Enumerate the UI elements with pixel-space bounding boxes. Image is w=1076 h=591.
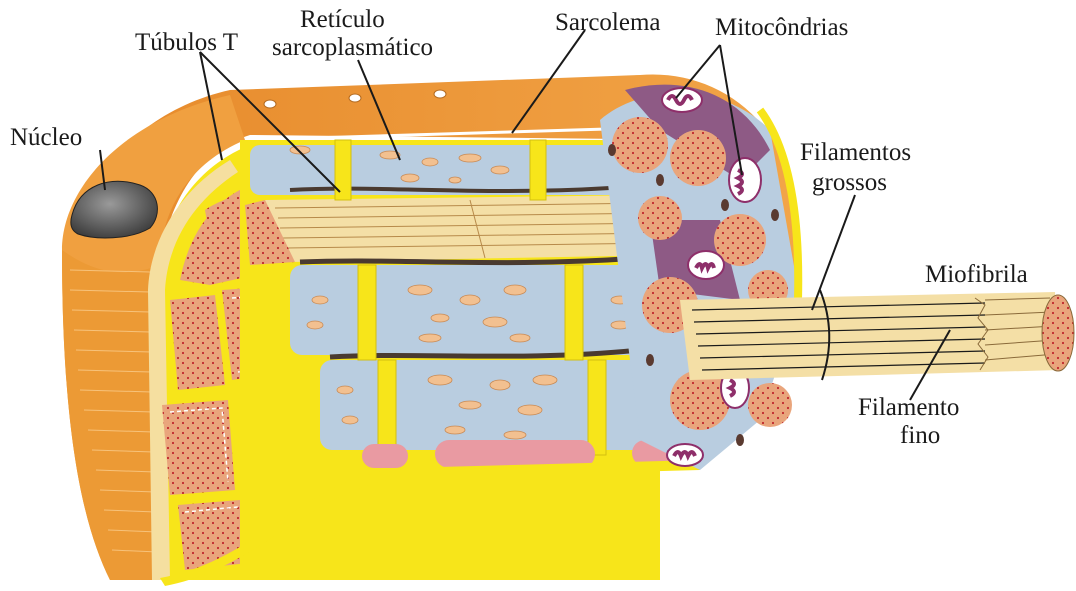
label-filamentos-line2: grossos	[812, 169, 887, 196]
label-nucleo: Núcleo	[10, 124, 82, 151]
label-reticulo-line1: Retículo	[300, 6, 385, 33]
label-filamento-fino-line1: Filamento	[858, 394, 959, 421]
label-reticulo-line2: sarcoplasmático	[272, 34, 433, 61]
myofibril-protrusion	[680, 290, 1074, 380]
label-miofibrila: Miofibrila	[925, 261, 1028, 288]
label-filamentos-line1: Filamentos	[800, 139, 911, 166]
label-mitocondrias: Mitocôndrias	[715, 14, 848, 41]
label-tubulos-t: Túbulos T	[135, 29, 238, 56]
label-filamento-fino-line2: fino	[900, 422, 940, 449]
label-sarcolema: Sarcolema	[555, 9, 661, 36]
